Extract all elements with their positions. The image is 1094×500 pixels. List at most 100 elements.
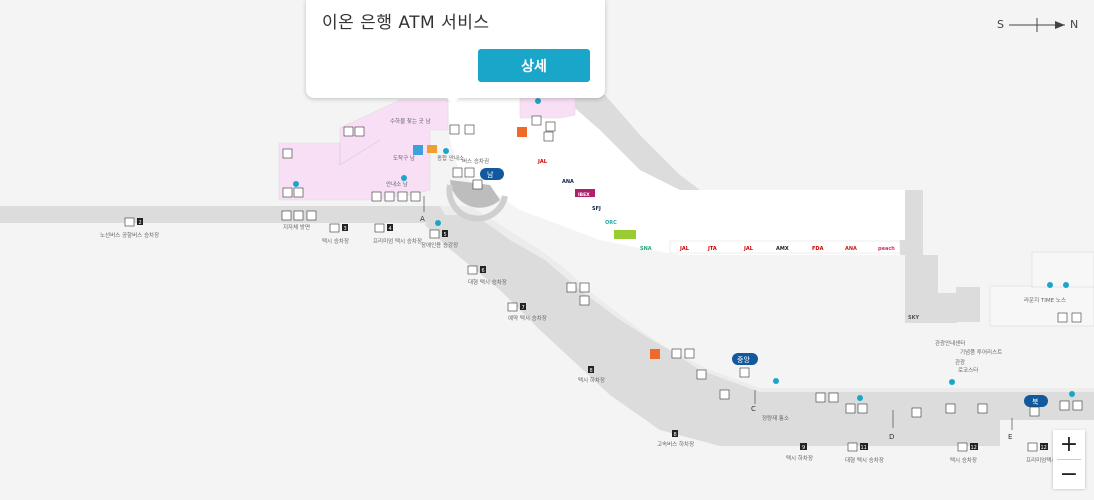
map-label: 프리미엄택시 승차장 — [1026, 456, 1073, 464]
cafe-icon — [517, 127, 527, 137]
wheelchair-icon — [429, 229, 440, 239]
pin-icon — [1069, 391, 1075, 397]
exit-label: C — [751, 405, 756, 413]
zone-badge-central[interactable]: 중앙 — [732, 353, 758, 365]
wheelchair-icon — [977, 403, 988, 414]
atm-info-popup: 이온 은행 ATM 서비스 상세 — [306, 0, 605, 104]
map-label: 수하물 찾는 곳 남 — [390, 117, 431, 125]
pin-icon — [773, 378, 779, 384]
pin-icon — [535, 98, 541, 104]
zoom-in-button[interactable]: + — [1053, 430, 1085, 459]
shop-icon — [945, 403, 956, 414]
map-label: 택시 하차장 — [786, 454, 813, 462]
arrival-icon — [413, 145, 423, 155]
svg-text:9: 9 — [802, 445, 805, 451]
svg-text:12: 12 — [1041, 445, 1047, 451]
bus-icon — [472, 179, 483, 190]
airline-logo: JAL — [743, 246, 754, 252]
escalator-icon — [815, 392, 826, 403]
escalator-icon — [464, 167, 475, 178]
airline-logo: ANA — [845, 246, 857, 252]
map-label: 노선버스 공항버스 승차장 — [100, 231, 159, 239]
map-label: 대형 택시 승차장 — [845, 456, 884, 464]
wheelchair-icon — [1072, 400, 1083, 411]
airline-logo: SKY — [908, 315, 919, 321]
map-label: 지자체 방면 — [283, 223, 310, 231]
airline-logo: peach — [878, 246, 895, 252]
compass-arrow-icon — [1009, 18, 1065, 32]
svg-text:8: 8 — [674, 432, 677, 438]
popup-title: 이온 은행 ATM 서비스 — [322, 13, 490, 33]
popup-pointer — [446, 97, 460, 104]
svg-text:7: 7 — [522, 305, 525, 311]
escalator-icon — [828, 392, 839, 403]
map-label: 택시 승차장 — [322, 237, 349, 245]
svg-text:5: 5 — [444, 232, 447, 238]
pin-icon — [401, 175, 407, 181]
svg-text:4: 4 — [389, 226, 392, 232]
taxi-icon — [507, 302, 518, 312]
escalator-icon — [282, 148, 293, 159]
wheelchair-icon — [354, 126, 365, 137]
restroom-icon — [845, 403, 856, 414]
svg-text:2: 2 — [139, 220, 142, 226]
escalator-icon — [281, 210, 292, 221]
shop-icon — [1029, 406, 1040, 417]
wheelchair-icon — [397, 191, 408, 202]
escalator-icon — [545, 121, 556, 132]
detail-button[interactable]: 상세 — [478, 49, 590, 82]
escalator-icon — [452, 167, 463, 178]
escalator-icon — [293, 210, 304, 221]
escalator-icon — [671, 348, 682, 359]
map-label: 프리미엄 택시 승차장 — [373, 237, 422, 245]
pin-icon — [949, 379, 955, 385]
escalator-icon — [911, 407, 922, 418]
pin-icon — [857, 395, 863, 401]
west-road — [0, 206, 440, 223]
pin-icon — [435, 220, 441, 226]
airline-logo: JTA — [707, 246, 717, 252]
zoom-controls: + − — [1053, 430, 1085, 489]
escalator-icon — [566, 282, 577, 293]
airline-logo: SNA — [640, 246, 652, 252]
map-label: 도착구 남 — [393, 154, 415, 162]
airline-logo: AMX — [776, 246, 789, 252]
escalator-icon — [371, 191, 382, 202]
map-label: 버스 승차권 — [462, 157, 489, 165]
map-label: 정량재 통소 — [762, 414, 789, 422]
wheelchair-icon — [293, 187, 304, 198]
compass-south-label: S — [997, 18, 1004, 31]
map-label: 라운지 TIME 노스 — [1024, 296, 1066, 304]
pin-icon — [1047, 282, 1053, 288]
map-label: 안내소 남 — [386, 180, 408, 188]
svg-text:북: 북 — [1032, 398, 1039, 406]
map-label: 로코스터 — [958, 366, 978, 374]
map-label: 관광 — [955, 358, 965, 366]
bus-icon — [124, 217, 135, 227]
svg-text:3: 3 — [344, 226, 347, 232]
airline-logo: FDA — [812, 246, 824, 252]
taxi-icon — [329, 223, 340, 233]
zoom-divider — [1057, 459, 1081, 460]
terminal-south-wing — [448, 95, 905, 255]
pin-icon — [443, 148, 449, 154]
zone-badge-south[interactable]: 남 — [480, 168, 504, 180]
airline-logo: ANA — [562, 179, 574, 185]
map-label: 택시 하차장 — [578, 376, 605, 384]
taxi-icon — [847, 442, 858, 452]
zone-badge-north[interactable]: 북 — [1024, 395, 1048, 407]
escalator-icon — [579, 282, 590, 293]
taxi-icon — [467, 265, 478, 275]
stop-markers: 2 3 4 5 6 7 8 8 9 — [124, 217, 1048, 452]
location-pins — [293, 98, 1075, 401]
exit-label: E — [1008, 433, 1012, 441]
taxi-icon — [374, 223, 385, 233]
svg-text:8: 8 — [590, 368, 593, 374]
phone-icon — [696, 369, 707, 380]
escalator-icon — [343, 126, 354, 137]
cafe-icon — [650, 349, 660, 359]
zoom-out-button[interactable]: − — [1053, 460, 1085, 489]
exit-label: A — [420, 215, 425, 223]
svg-text:12: 12 — [971, 445, 977, 451]
taxi-icon — [957, 442, 968, 452]
